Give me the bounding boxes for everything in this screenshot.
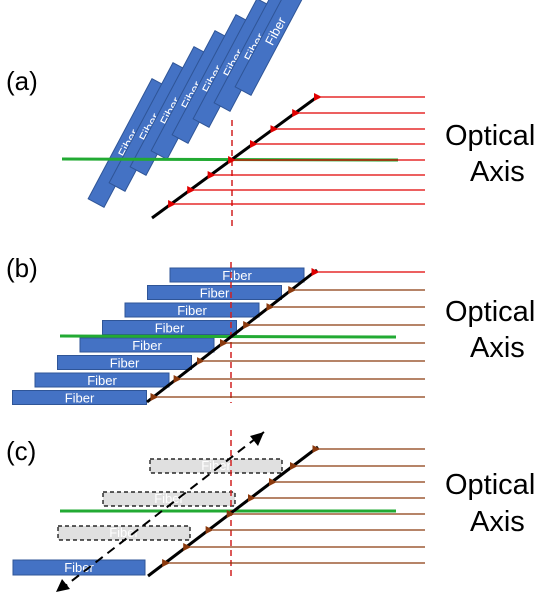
panel-b-fiber [147, 285, 282, 300]
panel-b-fiber [169, 267, 305, 283]
panel-a-rays [168, 93, 425, 208]
panel-c-ghost-fiber-label: Fiber [154, 491, 184, 506]
panel-a: (a) FiberFiberFiberFiberFiberFiberFiberF… [6, 0, 535, 228]
panel-c-axis-label-line2: Axis [470, 506, 525, 538]
panel-b-fiber-label: Fiber [177, 303, 207, 318]
panel-b-fiber-label: Fiber [222, 268, 252, 283]
panel-c-fiber [12, 559, 146, 576]
panel-b-fiber [57, 355, 192, 370]
panel-b-rays [150, 268, 425, 401]
panel-a-axis-label-line2: Axis [470, 156, 525, 188]
panel-c-arrowhead-down [56, 579, 70, 592]
panel-b-green-line [59, 334, 397, 339]
panel-b-fiber-label: Fiber [132, 338, 162, 353]
panel-b-fiber-label: Fiber [65, 391, 95, 406]
panel-b-fiber [124, 302, 260, 318]
panel-b-label: (b) [6, 253, 38, 283]
panel-a-axis-label-line1: Optical [445, 120, 535, 152]
panel-b-fiber [12, 390, 147, 405]
panel-a-label: (a) [6, 66, 38, 96]
panel-b: (b) FiberFiberFiberFiberFiberFiberFiberF… [6, 253, 535, 406]
panel-b-fiber-label: Fiber [200, 286, 230, 301]
panel-c-axis-label-line1: Optical [445, 469, 535, 501]
panel-c-rays [162, 445, 425, 567]
panel-c-ghost-fiber [149, 458, 283, 474]
panel-b-fiber-label: Fiber [155, 321, 185, 336]
panel-b-fiber [79, 337, 215, 353]
panel-b-axis-label-line1: Optical [445, 296, 535, 328]
panel-c-ghost-fiber-label: Fiber [201, 458, 231, 473]
panel-a-fiber-body [234, 0, 316, 96]
panel-b-fiber [102, 320, 237, 335]
panel-c-translation-line [59, 431, 265, 591]
panel-c-label: (c) [6, 436, 36, 466]
panel-c-ghost-fiber-label: Fiber [109, 525, 139, 540]
panel-c-arrowhead-up [250, 432, 264, 446]
panel-c-fiber-label: Fiber [64, 560, 94, 575]
panel-b-fiber [34, 372, 170, 388]
panel-b-fiber-label: Fiber [110, 356, 140, 371]
panel-b-axis-label-line2: Axis [470, 332, 525, 364]
panel-b-fiber-label: Fiber [87, 373, 117, 388]
